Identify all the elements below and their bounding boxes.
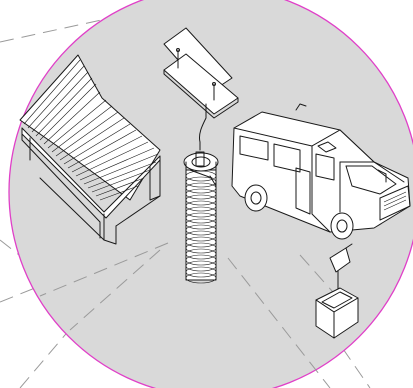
pipe-coil-illustration — [184, 152, 218, 283]
